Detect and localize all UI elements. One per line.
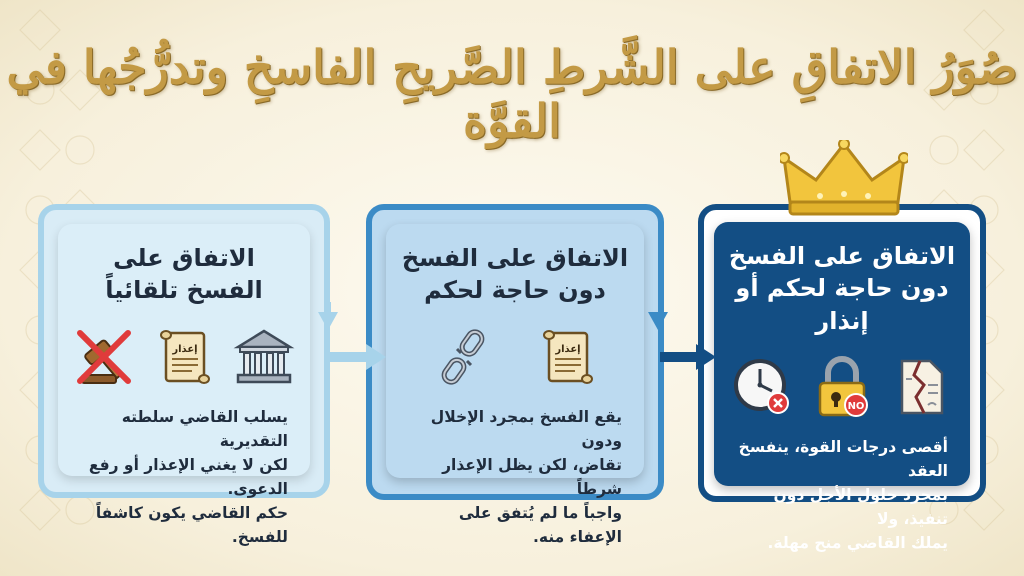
card-2-icons: إعذار (431, 325, 599, 389)
connector-arrow-2 (648, 312, 716, 370)
scroll-label: إعذار (171, 344, 197, 355)
connector-arrow-1 (318, 302, 386, 370)
card-rescission-without-judgment: الاتفاق على الفسخ دون حاجة لحكم إعذار (386, 224, 644, 546)
card-automatic-rescission: الاتفاق على الفسخ تلقائياً إعذار (58, 224, 310, 546)
card-2-desc-line-1: يقع الفسخ بمجرد الإخلال ودون (430, 407, 622, 450)
card-1-icons: إعذار (72, 325, 296, 389)
card-3-desc-line-3: يملك القاضي منح مهلة. (767, 534, 948, 553)
card-2-title-line-2: دون حاجة لحكم (424, 276, 606, 305)
card-1-desc-line-3: حكم القاضي يكون كاشفاً للفسخ. (95, 503, 288, 546)
card-3-desc-line-2: بمجرد حلول الأجل دون تنفيذ، ولا (773, 486, 948, 529)
crossed-gavel-icon (77, 329, 131, 384)
card-rescission-without-judgment-or-notice: الاتفاق على الفسخ دون حاجة لحكم أو إنذار… (714, 222, 970, 552)
card-1-title-line-1: الاتفاق على (113, 244, 255, 272)
card-3-title-line-1: الاتفاق على الفسخ (728, 242, 956, 270)
card-2-title: الاتفاق على الفسخ دون حاجة لحكم (402, 242, 628, 307)
card-1-description: يسلب القاضي سلطته التقديرية لكن لا يغني … (58, 405, 310, 549)
card-2-desc-line-3: واجباً ما لم يُتفق على الإعفاء منه. (458, 503, 622, 546)
page-title: صُوَرُ الاتفاقِ على الشَّرطِ الصَّريحِ ا… (6, 40, 1018, 148)
card-3-title: الاتفاق على الفسخ دون حاجة لحكم أو إنذار (714, 240, 970, 337)
card-2-description: يقع الفسخ بمجرد الإخلال ودون تقاض، لكن ي… (386, 405, 644, 549)
crown-icon (780, 140, 908, 216)
broken-chain-icon (441, 329, 485, 385)
card-3-icons: NO (730, 355, 954, 419)
padlock-no-icon: NO (818, 356, 868, 418)
card-1-title-line-2: الفسخ تلقائياً (105, 276, 263, 305)
card-2-desc-line-2: تقاض، لكن يظل الإعذار شرطاً (442, 455, 622, 498)
court-building-icon (233, 329, 295, 384)
card-3-description: أقصى درجات القوة، ينفسخ العقد بمجرد حلول… (714, 435, 970, 555)
card-3-desc-line-1: أقصى درجات القوة، ينفسخ العقد (738, 438, 948, 481)
no-label: NO (848, 401, 865, 412)
notice-scroll-icon: إعذار (160, 329, 210, 384)
card-2-title-line-1: الاتفاق على الفسخ (401, 244, 629, 272)
card-1-title: الاتفاق على الفسخ تلقائياً (105, 242, 263, 307)
card-1-desc-line-1: يسلب القاضي سلطته التقديرية (121, 407, 288, 450)
card-3-title-line-2: دون حاجة لحكم أو إنذار (735, 274, 949, 335)
card-1-desc-line-2: لكن لا يغني الإعذار أو رفع الدعوى. (88, 455, 288, 498)
notice-scroll-icon: إعذار (543, 329, 593, 384)
scroll-label: إعذار (554, 344, 580, 355)
clock-cancel-icon (734, 359, 789, 415)
torn-document-icon (900, 359, 944, 415)
